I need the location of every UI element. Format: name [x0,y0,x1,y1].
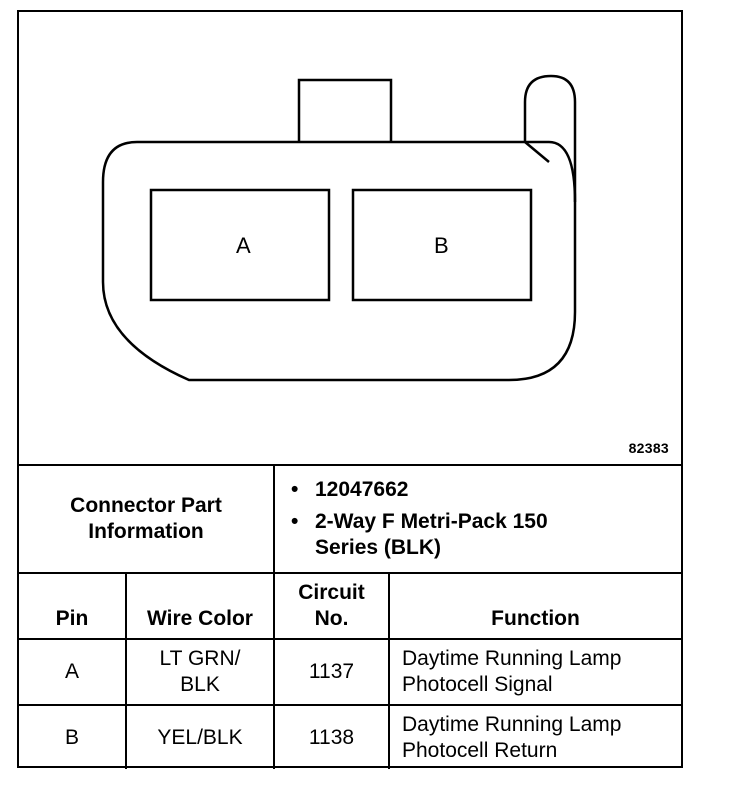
row-b-pin: B [19,704,127,769]
drawing-number: 82383 [628,440,669,456]
header-circuit-line1: Circuit [298,581,365,604]
row-a-circuit: 1137 [273,638,390,706]
bullet-icon: • [291,478,299,501]
connector-info-item: • 2-Way F Metri-Pack 150 Series (BLK) [291,509,681,561]
connector-info-heading-line1: Connector Part [70,494,222,517]
pin-cavity-a [149,188,331,302]
header-function: Function [388,572,681,640]
connector-info-details: • 12047662 • 2-Way F Metri-Pack 150 Seri… [273,464,681,574]
connector-info-heading-line2: Information [88,520,204,543]
bullet-icon: • [291,510,299,533]
pin-label-a: A [236,233,251,258]
pin-label-b: B [434,233,449,258]
connector-type-line2: Series (BLK) [315,536,442,559]
header-pin: Pin [19,572,127,640]
connector-lock-hook [523,74,577,202]
table-row: A LT GRN/ BLK 1137 Daytime Running Lamp … [19,638,681,706]
connector-latch-tab [297,78,393,142]
row-b-circuit: 1138 [273,704,390,769]
header-circuit-no: Circuit No. [273,572,390,640]
row-a-function-line2: Photocell Signal [402,673,553,696]
connector-info-list: • 12047662 • 2-Way F Metri-Pack 150 Seri… [275,477,681,561]
connector-info-row: Connector Part Information • 12047662 • … [19,464,681,574]
row-a-wire-color-line1: LT GRN/ [159,647,241,670]
table-header-row: Pin Wire Color Circuit No. Function [19,572,681,640]
connector-face-svg: A B [101,74,577,382]
connector-info-item: • 12047662 [291,477,681,503]
row-b-function: Daytime Running Lamp Photocell Return [388,704,681,769]
row-a-wire-color-line2: BLK [180,673,220,696]
row-b-wire-color: YEL/BLK [125,704,275,769]
connector-body [101,140,577,382]
header-wire-color: Wire Color [125,572,275,640]
row-b-function-line2: Photocell Return [402,738,558,762]
header-circuit-line2: No. [314,607,349,630]
connector-info-heading: Connector Part Information [19,464,275,574]
connector-lock-hook-edge [524,141,550,163]
part-number: 12047662 [315,478,409,501]
connector-table: Connector Part Information • 12047662 • … [19,464,681,769]
pin-cavity-b [351,188,533,302]
connector-type-line1: 2-Way F Metri-Pack 150 [315,510,548,533]
row-a-pin: A [19,638,127,706]
row-a-function: Daytime Running Lamp Photocell Signal [388,638,681,706]
row-a-wire-color: LT GRN/ BLK [125,638,275,706]
row-a-function-line1: Daytime Running Lamp [402,647,622,670]
row-b-function-line1: Daytime Running Lamp [402,712,622,736]
connector-diagram-frame: A B 82383 Connector Part Information • 1… [17,10,683,769]
table-row: B YEL/BLK 1138 Daytime Running Lamp Phot… [19,704,681,769]
row-b-wire-color-line1: YEL/BLK [157,725,243,749]
connector-drawing: A B 82383 [19,12,681,464]
